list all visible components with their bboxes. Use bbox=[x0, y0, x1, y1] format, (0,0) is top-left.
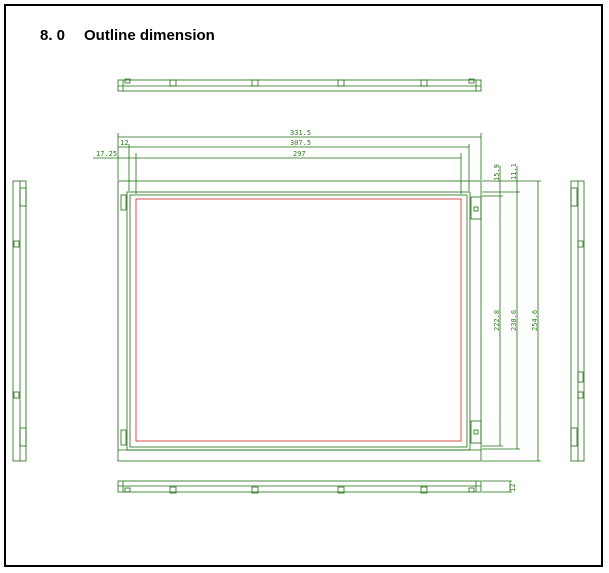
bottom-view-body bbox=[117, 480, 482, 493]
left-side-body bbox=[12, 180, 27, 462]
left-side-view bbox=[12, 180, 27, 462]
right-mount-tab bbox=[470, 420, 482, 444]
left-bracket bbox=[120, 194, 127, 211]
top-tab bbox=[251, 79, 259, 87]
vertical-dimensions bbox=[482, 166, 541, 462]
horizontal-dimensions bbox=[93, 133, 482, 194]
right-side-body bbox=[570, 180, 585, 462]
right-mount-tab bbox=[470, 196, 482, 220]
section-number: 8. 0 bbox=[40, 27, 66, 44]
top-margin-label: 11.1 bbox=[510, 163, 518, 180]
outer-frame bbox=[117, 180, 482, 462]
top-offset-label: 15.9 bbox=[493, 164, 501, 181]
bottom-tab bbox=[169, 486, 177, 494]
bottom-tab bbox=[124, 487, 131, 493]
overall-height-label: 254.6 bbox=[531, 310, 539, 331]
overall-width-label: 331.5 bbox=[290, 129, 311, 137]
top-view-body bbox=[117, 79, 482, 92]
dimension-labels: 331.5 12 307.5 17.25 297 15.9 11.1 222.8… bbox=[96, 129, 539, 492]
top-view bbox=[117, 78, 482, 92]
section-title: Outline dimension bbox=[84, 27, 215, 44]
bottom-tab bbox=[251, 486, 259, 494]
section-heading: 8. 0 Outline dimension bbox=[40, 27, 215, 44]
bezel-outline bbox=[126, 191, 471, 451]
bezel-inner bbox=[129, 194, 468, 448]
bezel-height-label: 230.6 bbox=[510, 310, 518, 331]
bottom-tab bbox=[468, 487, 475, 493]
bottom-tab bbox=[337, 486, 345, 494]
top-tab bbox=[468, 78, 475, 84]
top-tab bbox=[337, 79, 345, 87]
active-width-label: 297 bbox=[293, 150, 306, 158]
top-tab bbox=[420, 79, 428, 87]
bezel-margin-label: 12 bbox=[120, 139, 128, 147]
page-frame bbox=[4, 4, 603, 567]
left-offset-label: 17.25 bbox=[96, 150, 117, 158]
front-view bbox=[117, 180, 482, 462]
bezel-width-label: 307.5 bbox=[290, 139, 311, 147]
left-bracket bbox=[120, 429, 127, 446]
bottom-tab bbox=[420, 486, 428, 494]
thickness-label: 12 bbox=[509, 484, 517, 492]
top-tab bbox=[169, 79, 177, 87]
drawing-lines bbox=[12, 78, 585, 494]
bottom-view bbox=[117, 480, 512, 494]
top-tab bbox=[124, 78, 131, 84]
active-area bbox=[135, 198, 462, 442]
active-height-label: 222.8 bbox=[493, 310, 501, 331]
right-side-view bbox=[570, 180, 585, 462]
